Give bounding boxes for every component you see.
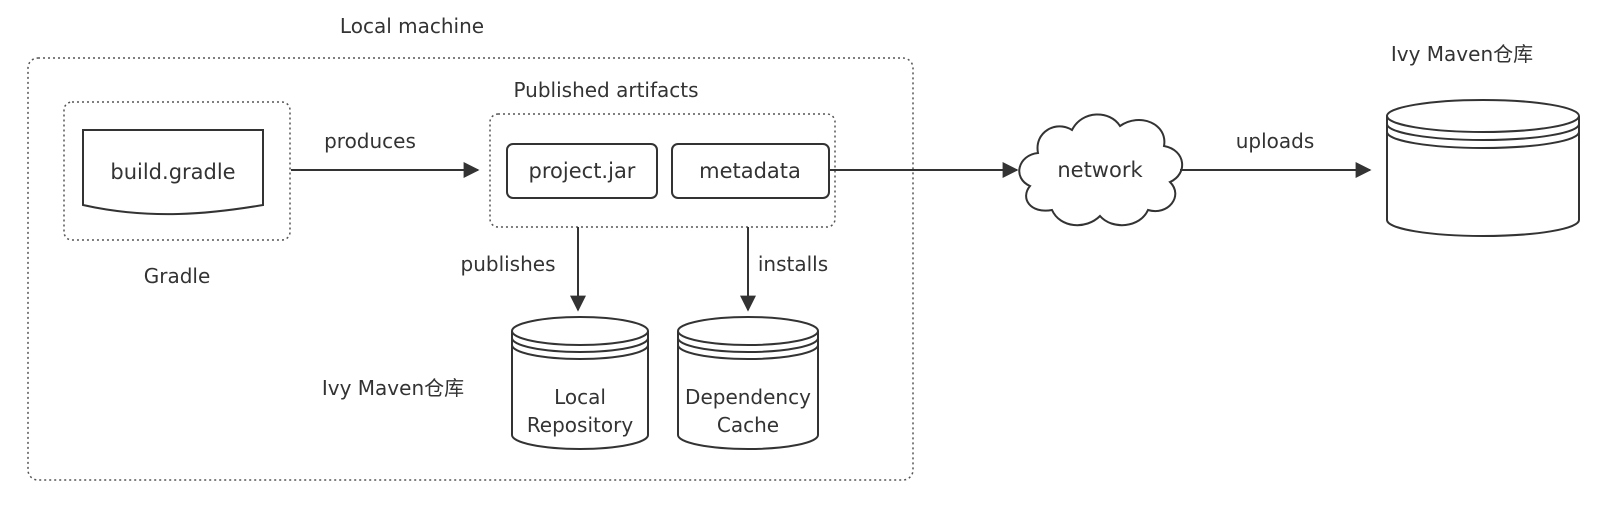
project-jar-label: project.jar bbox=[529, 159, 636, 183]
dependency-cache-cylinder[interactable] bbox=[677, 316, 819, 450]
metadata-label: metadata bbox=[699, 159, 801, 183]
uploads-label: uploads bbox=[1236, 129, 1315, 153]
dependency-cache-label-line2: Cache bbox=[717, 413, 779, 437]
build-gradle-document[interactable] bbox=[82, 129, 264, 216]
remote-repository-cylinder[interactable] bbox=[1386, 99, 1580, 237]
network-label: network bbox=[1057, 158, 1143, 182]
local-repository-label-line1: Local bbox=[554, 385, 606, 409]
local-repository-label-line2: Repository bbox=[527, 413, 634, 437]
metadata-box[interactable] bbox=[671, 143, 830, 199]
published-artifacts-label: Published artifacts bbox=[513, 78, 698, 102]
remote-repo-title: Ivy Maven仓库 bbox=[1391, 42, 1533, 66]
local-machine-label: Local machine bbox=[340, 14, 484, 38]
gradle-label: Gradle bbox=[144, 264, 211, 288]
project-jar-box[interactable] bbox=[506, 143, 658, 199]
build-gradle-label: build.gradle bbox=[110, 160, 235, 184]
published-artifacts-group bbox=[489, 113, 836, 228]
produces-label: produces bbox=[324, 129, 416, 153]
gradle-group bbox=[63, 101, 291, 241]
network-cloud[interactable] bbox=[1018, 113, 1184, 227]
local-machine-container bbox=[27, 57, 914, 481]
local-repo-title: Ivy Maven仓库 bbox=[322, 376, 464, 400]
local-repository-cylinder[interactable] bbox=[511, 316, 649, 450]
dependency-cache-label-line1: Dependency bbox=[685, 385, 811, 409]
installs-label: installs bbox=[758, 252, 828, 276]
publishes-label: publishes bbox=[461, 252, 556, 276]
